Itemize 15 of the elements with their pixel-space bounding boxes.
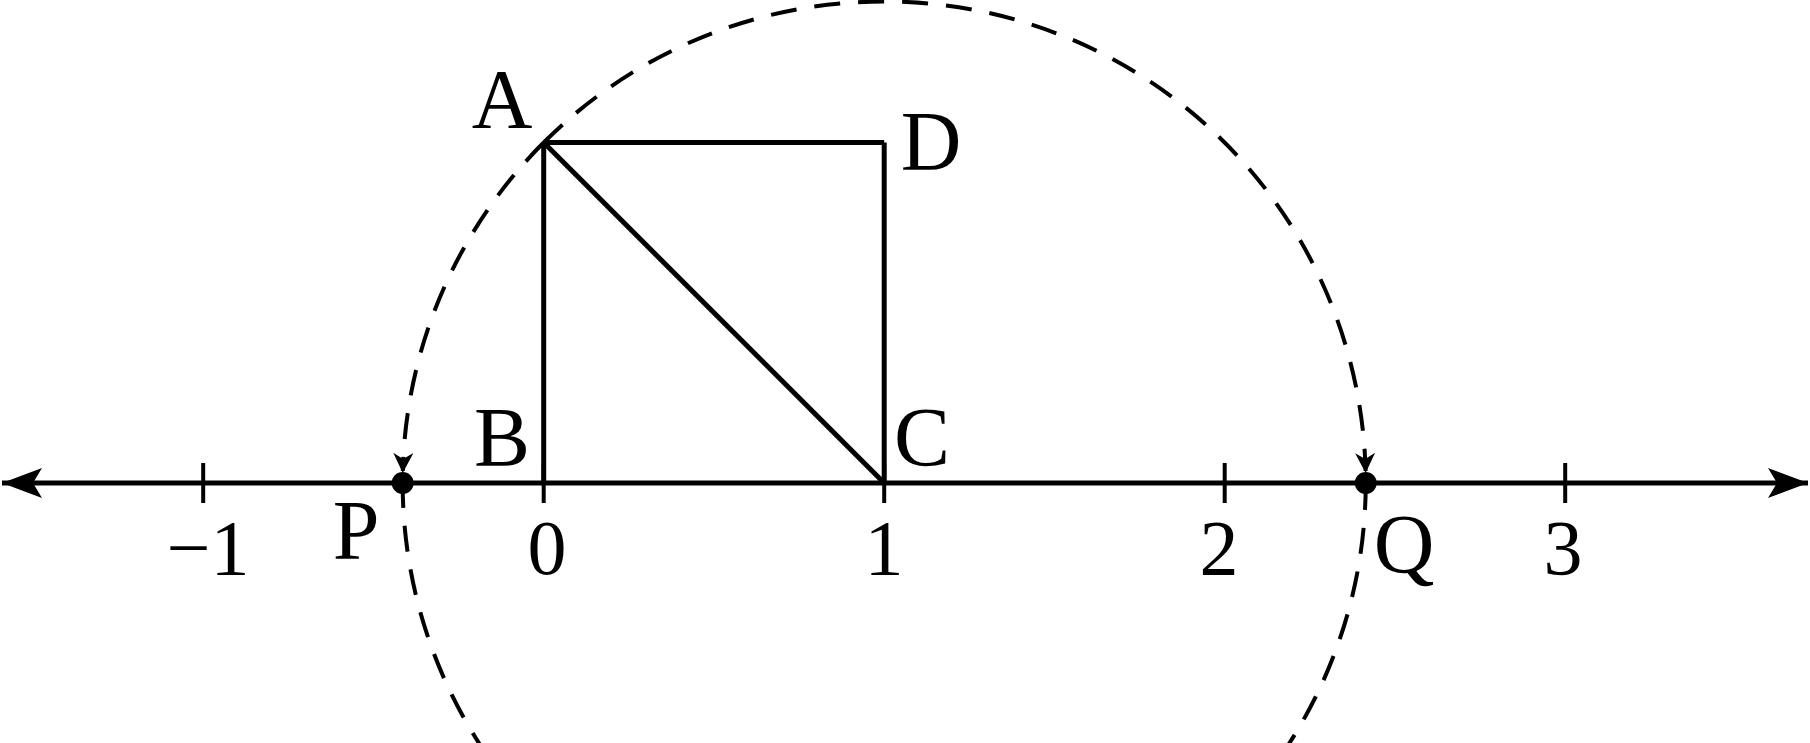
point-label: C — [894, 396, 950, 480]
dashed-arc-arrow — [394, 141, 546, 473]
point-label: B — [474, 396, 530, 480]
line-segment — [881, 142, 887, 483]
point-label: D — [900, 100, 962, 184]
point-label: Q — [1373, 503, 1435, 587]
tick-label: 2 — [1199, 509, 1239, 587]
line-segment — [541, 140, 886, 485]
tick-label: 3 — [1543, 509, 1583, 587]
dashed-arc-arrow — [542, 0, 1374, 473]
tick-label: −1 — [166, 509, 250, 587]
point-label: P — [332, 489, 380, 573]
point-label: A — [471, 58, 533, 142]
tick-label: 0 — [527, 509, 567, 587]
tick-label: 1 — [864, 509, 904, 587]
